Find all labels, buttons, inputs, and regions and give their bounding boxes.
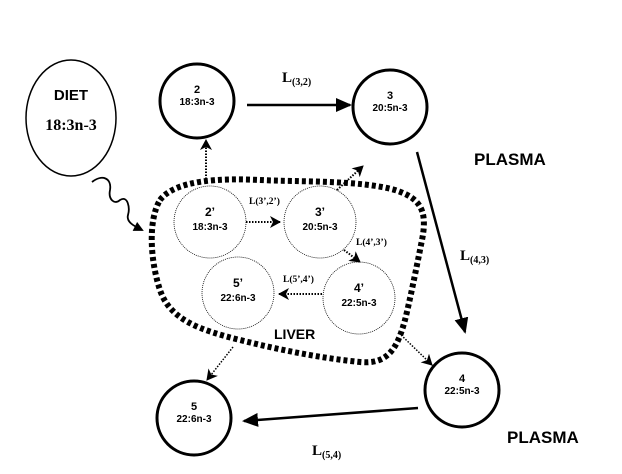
svg-text:3: 3 [387,90,393,102]
plasma-label-top: PLASMA [474,150,546,169]
plasma-node-2: 2 18:3n-3 [158,62,236,140]
arrow-4p-to-4 [398,332,433,366]
liver-node-5p: 5’ 22:6n-3 [201,256,275,330]
svg-text:2’: 2’ [205,205,215,219]
plasma-node-5: 5 22:6n-3 [155,379,233,457]
svg-text:2: 2 [194,84,200,96]
svg-text:18:3n-3: 18:3n-3 [179,97,214,108]
liver-node-4p: 4’ 22:5n-3 [322,261,396,335]
diet-to-liver-arrow [91,176,144,231]
rate-label-l3p2p: L(3’,2’) [249,196,280,207]
svg-text:22:5n-3: 22:5n-3 [444,386,479,397]
rate-label-l43: L(4,3) [460,248,489,266]
arrow-3p-to-4p [343,249,361,263]
svg-text:18:3n-3: 18:3n-3 [192,222,227,233]
plasma-node-3: 3 20:5n-3 [351,68,429,146]
liver-node-3p: 3’ 20:5n-3 [283,185,357,259]
diet-title: DIET [54,87,88,104]
diet-value: 18:3n-3 [45,117,97,134]
rate-label-l32: L(3,2) [282,70,311,88]
svg-text:20:5n-3: 20:5n-3 [372,103,407,114]
svg-text:5’: 5’ [233,276,243,290]
rate-label-l54: L(5,4) [312,443,341,461]
liver-node-2p: 2’ 18:3n-3 [173,185,247,259]
plasma-label-bottom: PLASMA [507,428,579,447]
svg-text:5: 5 [191,401,197,413]
liver-boundary [148,176,427,366]
arrow-4-to-5 [242,406,419,427]
svg-text:22:6n-3: 22:6n-3 [220,293,255,304]
svg-text:3’: 3’ [315,205,325,219]
svg-text:22:5n-3: 22:5n-3 [341,298,376,309]
svg-text:22:6n-3: 22:6n-3 [176,414,211,425]
svg-text:4’: 4’ [354,281,364,295]
arrow-3-to-4 [415,151,469,334]
diet-node [25,59,117,177]
svg-text:4: 4 [459,373,466,385]
liver-label: LIVER [274,326,315,342]
svg-text:20:5n-3: 20:5n-3 [302,222,337,233]
rate-label-l4p3p: L(4’,3’) [356,237,387,248]
rate-label-l5p4p: L(5’,4’) [283,274,314,285]
arrow-5p-to-5 [206,346,234,381]
plasma-node-4: 4 22:5n-3 [423,351,501,429]
